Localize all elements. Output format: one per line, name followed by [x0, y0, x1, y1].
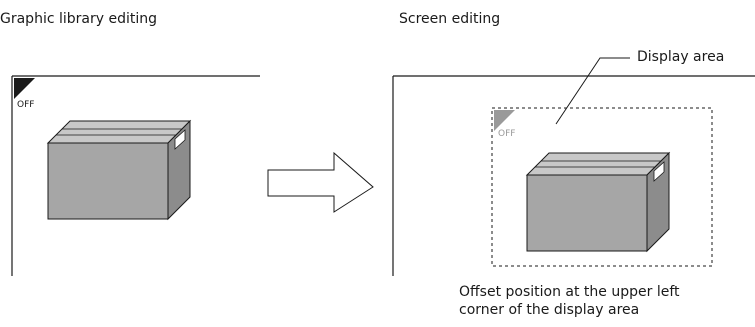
display-area-leader-line	[555, 57, 630, 125]
off-switch-label-offset: OFF	[498, 129, 515, 139]
box-graphic-icon	[46, 119, 192, 221]
display-area-label: Display area	[637, 49, 725, 65]
off-switch-label: OFF	[17, 100, 34, 110]
off-switch-icon: OFF	[14, 78, 42, 110]
screen-editing-title: Screen editing	[399, 11, 501, 27]
offset-position-note: Offset position at the upper left corner…	[459, 283, 755, 319]
switch-gray-corner	[494, 110, 515, 131]
offset-note-line-1: Offset position at the upper left	[459, 284, 680, 300]
display-area-outline	[491, 107, 713, 267]
arrow-right-icon	[267, 151, 374, 213]
screen-editing-canvas	[392, 75, 755, 276]
offset-note-line-2: corner of the display area	[459, 302, 640, 318]
graphic-library-editing-title: Graphic library editing	[0, 11, 158, 27]
graphic-library-canvas	[11, 75, 260, 276]
switch-dark-corner	[14, 78, 35, 99]
off-switch-icon-offset: OFF	[494, 110, 522, 140]
box-graphic-offset-icon	[525, 151, 671, 253]
